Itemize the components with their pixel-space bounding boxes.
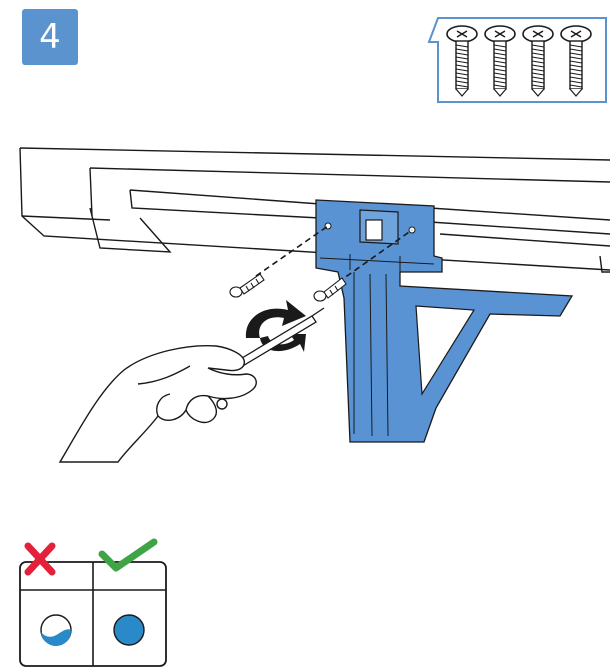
screw-icon xyxy=(313,277,347,302)
screw-inset-box xyxy=(427,10,608,104)
check-icon xyxy=(98,538,158,572)
tv-stand-illustration xyxy=(19,138,610,468)
screw-icon xyxy=(229,273,265,298)
screwdriver-icon xyxy=(231,307,325,371)
screw-guide-lines xyxy=(255,225,413,289)
wrong-example xyxy=(40,614,72,647)
screw-icon xyxy=(446,25,478,97)
screw-icon xyxy=(522,25,554,97)
screw-icon xyxy=(484,25,516,97)
cross-icon xyxy=(24,542,56,576)
tv-panel xyxy=(19,147,610,273)
hand-icon xyxy=(58,345,257,463)
alignment-indicator xyxy=(18,538,170,668)
stand-bracket xyxy=(315,199,574,443)
screw-icon xyxy=(560,25,592,97)
step-number-badge: 4 xyxy=(22,9,78,65)
correct-example xyxy=(113,614,145,646)
